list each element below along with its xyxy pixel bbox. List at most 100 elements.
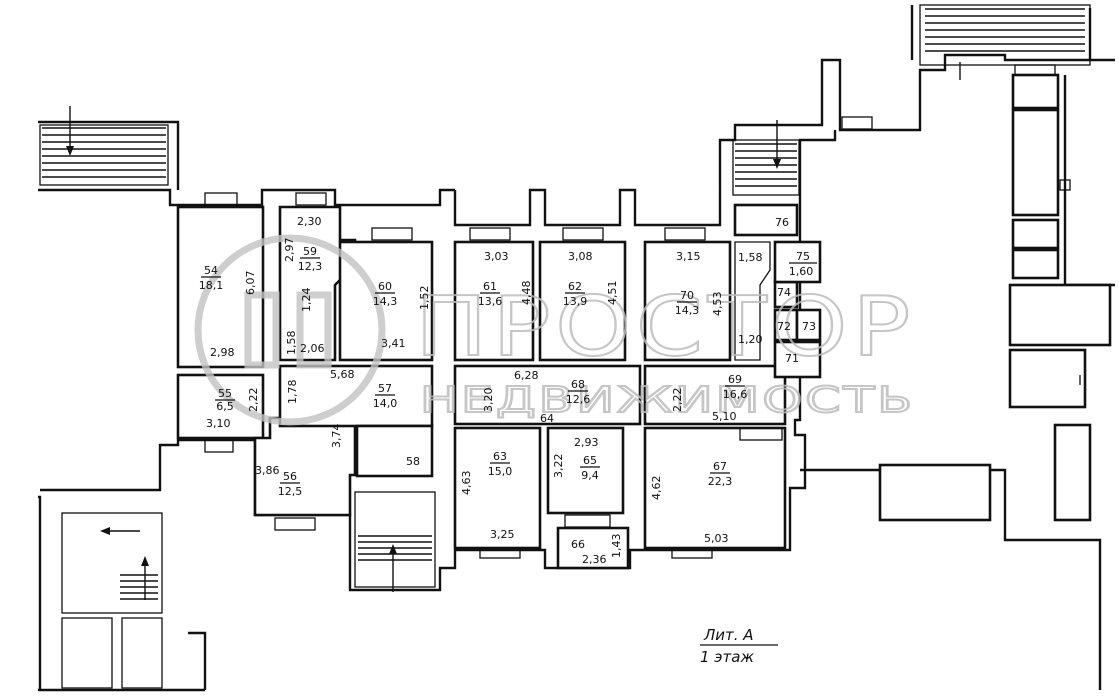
label-room-61: 61 13,6: [478, 280, 503, 308]
watermark-title: ПРОСТОР: [415, 280, 915, 375]
dim-1-43: 1,43: [610, 534, 623, 559]
svg-text:70: 70: [680, 289, 694, 302]
svg-text:63: 63: [493, 450, 507, 463]
svg-text:13,9: 13,9: [563, 295, 588, 308]
dim-4-62: 4,62: [650, 476, 663, 501]
dim-4-63: 4,63: [460, 471, 473, 496]
svg-text:72: 72: [777, 320, 791, 333]
dim-1-20: 1,20: [738, 333, 763, 346]
svg-text:75: 75: [796, 250, 810, 263]
label-room-72: 72: [777, 320, 791, 333]
label-room-76: 76: [775, 216, 789, 229]
room-67[interactable]: [643, 426, 787, 550]
right-annex: [878, 73, 1112, 522]
svg-text:54: 54: [204, 264, 218, 277]
svg-text:56: 56: [283, 470, 297, 483]
room-69[interactable]: [643, 364, 787, 426]
dim-2-22-a: 2,22: [247, 388, 260, 413]
legend-line-1: Лит. А: [703, 626, 754, 644]
room-68[interactable]: [453, 364, 642, 426]
svg-text:61: 61: [483, 280, 497, 293]
svg-text:64: 64: [540, 412, 554, 425]
svg-text:13,6: 13,6: [478, 295, 503, 308]
room-63[interactable]: [453, 426, 542, 550]
svg-text:76: 76: [775, 216, 789, 229]
room-56[interactable]: [253, 416, 357, 517]
label-room-60: 60 14,3: [373, 280, 398, 308]
svg-text:58: 58: [406, 455, 420, 468]
label-room-62: 62 13,9: [563, 280, 588, 308]
dim-3-08: 3,08: [568, 250, 593, 263]
dim-3-25: 3,25: [490, 528, 515, 541]
svg-text:14,3: 14,3: [373, 295, 398, 308]
stair-bottom-left: [61, 512, 163, 689]
svg-text:12,5: 12,5: [278, 485, 303, 498]
svg-text:59: 59: [303, 245, 317, 258]
dim-2-98: 2,98: [210, 346, 235, 359]
svg-text:67: 67: [713, 460, 727, 473]
stair-right-top: [732, 120, 800, 196]
legend-line-2: 1 этаж: [700, 648, 754, 666]
svg-text:55: 55: [218, 387, 232, 400]
svg-text:74: 74: [777, 286, 791, 299]
label-room-59: 59 12,3: [298, 245, 323, 273]
doors: [204, 64, 1056, 559]
dim-1-58-a: 1,58: [285, 331, 298, 356]
svg-text:69: 69: [728, 373, 742, 386]
svg-text:14,3: 14,3: [675, 304, 700, 317]
room-65[interactable]: [546, 426, 625, 515]
dim-3-86: 3,86: [255, 464, 280, 477]
dim-2-22-b: 2,22: [671, 388, 684, 413]
dimension-labels: 6,07 2,98 2,22 3,10 2,30 2,97 1,24 1,58 …: [206, 215, 763, 566]
watermark: ПРОСТОР НЕДВИЖИМОСТЬ: [194, 234, 915, 426]
svg-text:6,5: 6,5: [216, 400, 234, 413]
svg-text:12,6: 12,6: [566, 393, 591, 406]
dim-2-06: 2,06: [300, 342, 325, 355]
label-room-63: 63 15,0: [488, 450, 513, 478]
label-room-64: 64: [540, 412, 554, 425]
watermark-subtitle: НЕДВИЖИМОСТЬ: [420, 380, 915, 421]
room-71[interactable]: [773, 340, 822, 379]
dim-3-41: 3,41: [381, 337, 406, 350]
svg-text:57: 57: [378, 382, 392, 395]
label-room-73: 73: [802, 320, 816, 333]
dim-3-74: 3,74: [330, 424, 343, 449]
room-75[interactable]: [773, 240, 822, 284]
stair-top-far-right: [919, 4, 1091, 80]
room-62[interactable]: [538, 240, 627, 362]
dim-1-58-b: 1,58: [738, 251, 763, 264]
label-room-75: 751,60: [789, 250, 817, 278]
dim-4-48: 4,48: [520, 281, 533, 306]
dim-2-36: 2,36: [582, 553, 607, 566]
svg-text:62: 62: [568, 280, 582, 293]
svg-text:12,3: 12,3: [298, 260, 323, 273]
dim-1-52: 1,52: [418, 286, 431, 311]
svg-text:22,3: 22,3: [708, 475, 733, 488]
svg-text:15,0: 15,0: [488, 465, 513, 478]
label-room-69: 69 16,6: [723, 373, 748, 401]
svg-text:66: 66: [571, 538, 585, 551]
room-73[interactable]: [795, 308, 822, 342]
label-room-70: 70 14,3: [675, 289, 700, 317]
room-66[interactable]: [556, 526, 630, 570]
label-room-71: 71: [785, 352, 799, 365]
dim-4-51: 4,51: [606, 281, 619, 306]
svg-text:9,4: 9,4: [581, 469, 599, 482]
stair-top-left: [39, 106, 169, 186]
room-70[interactable]: [643, 240, 732, 362]
rooms: [176, 203, 822, 570]
dim-3-20: 3,20: [482, 388, 495, 413]
dim-3-10: 3,10: [206, 417, 231, 430]
room-58[interactable]: [355, 424, 434, 478]
svg-text:16,6: 16,6: [723, 388, 748, 401]
room-76[interactable]: [733, 203, 799, 237]
dim-2-97: 2,97: [283, 238, 296, 263]
legend: Лит. А 1 этаж: [700, 626, 778, 666]
svg-text:60: 60: [378, 280, 392, 293]
room-61[interactable]: [453, 240, 535, 362]
